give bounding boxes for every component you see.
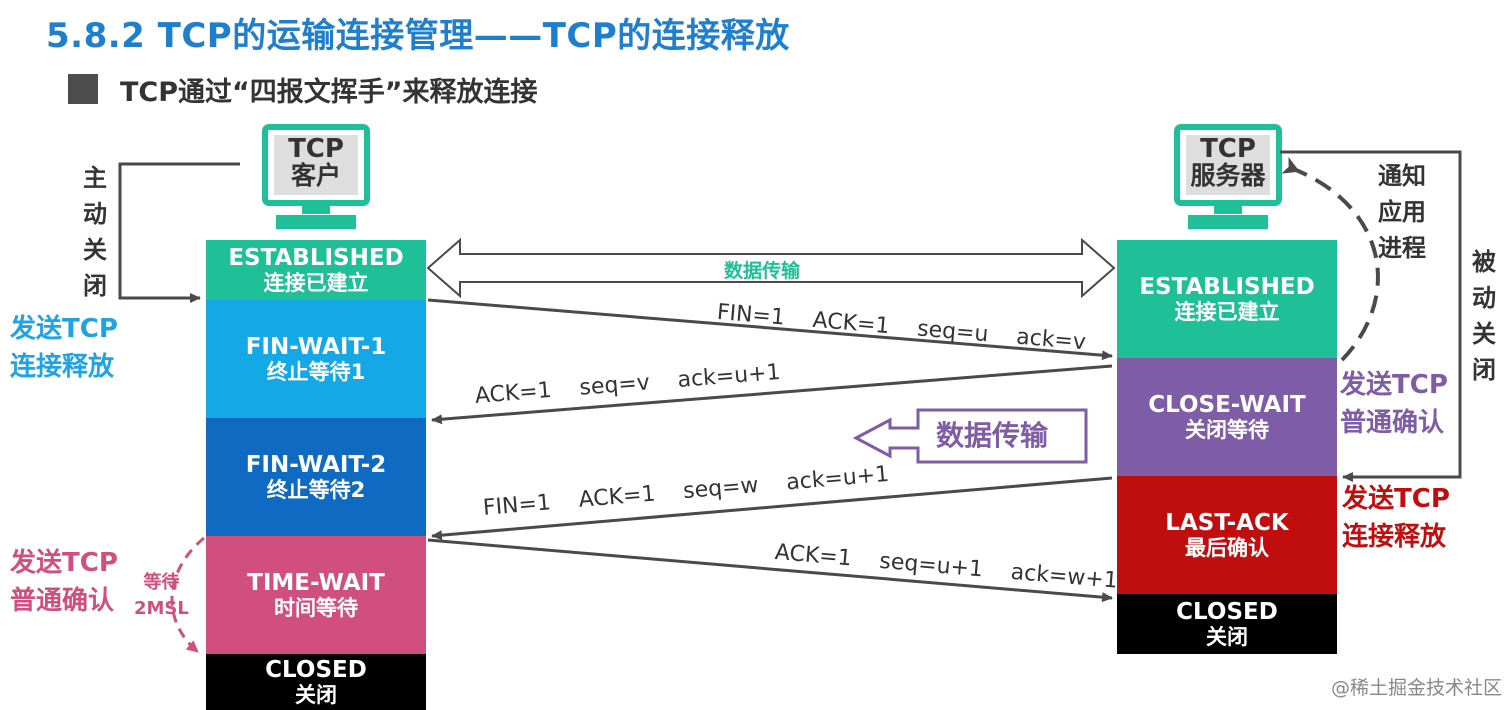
segment-3-arrow — [431, 476, 1113, 541]
passive-close-bracket — [1280, 150, 1462, 482]
data-transfer-double-arrow — [426, 237, 1116, 299]
page-title: 5.8.2 TCP的运输连接管理——TCP的连接释放 — [46, 16, 790, 56]
server-data-transfer-callout — [852, 408, 1088, 464]
segment-4-arrow — [427, 538, 1113, 603]
server-monitor-icon — [1174, 124, 1282, 232]
segment-2-arrow — [431, 364, 1113, 425]
passive-close-label: 被 动 关 闭 — [1472, 248, 1496, 384]
notify-app-dashed-arrow — [1281, 157, 1380, 362]
notify-app-label: 通知 应用 进程 — [1378, 162, 1426, 262]
active-close-bracket — [118, 162, 240, 303]
server-monitor-label: TCP 服务器 — [1190, 134, 1266, 191]
subtitle: TCP通过“四报文挥手”来释放连接 — [120, 77, 538, 108]
segment-1-arrow — [427, 298, 1113, 361]
active-close-label: 主 动 关 闭 — [83, 164, 107, 300]
server-data-transfer-label: 数据传输 — [936, 419, 1049, 452]
client-monitor-label: TCP 客户 — [288, 134, 344, 191]
watermark: @稀土掘金技术社区 — [1330, 677, 1502, 699]
data-transfer-label: 数据传输 — [724, 260, 801, 282]
bullet-square — [68, 74, 98, 104]
client-monitor-icon — [262, 124, 370, 232]
